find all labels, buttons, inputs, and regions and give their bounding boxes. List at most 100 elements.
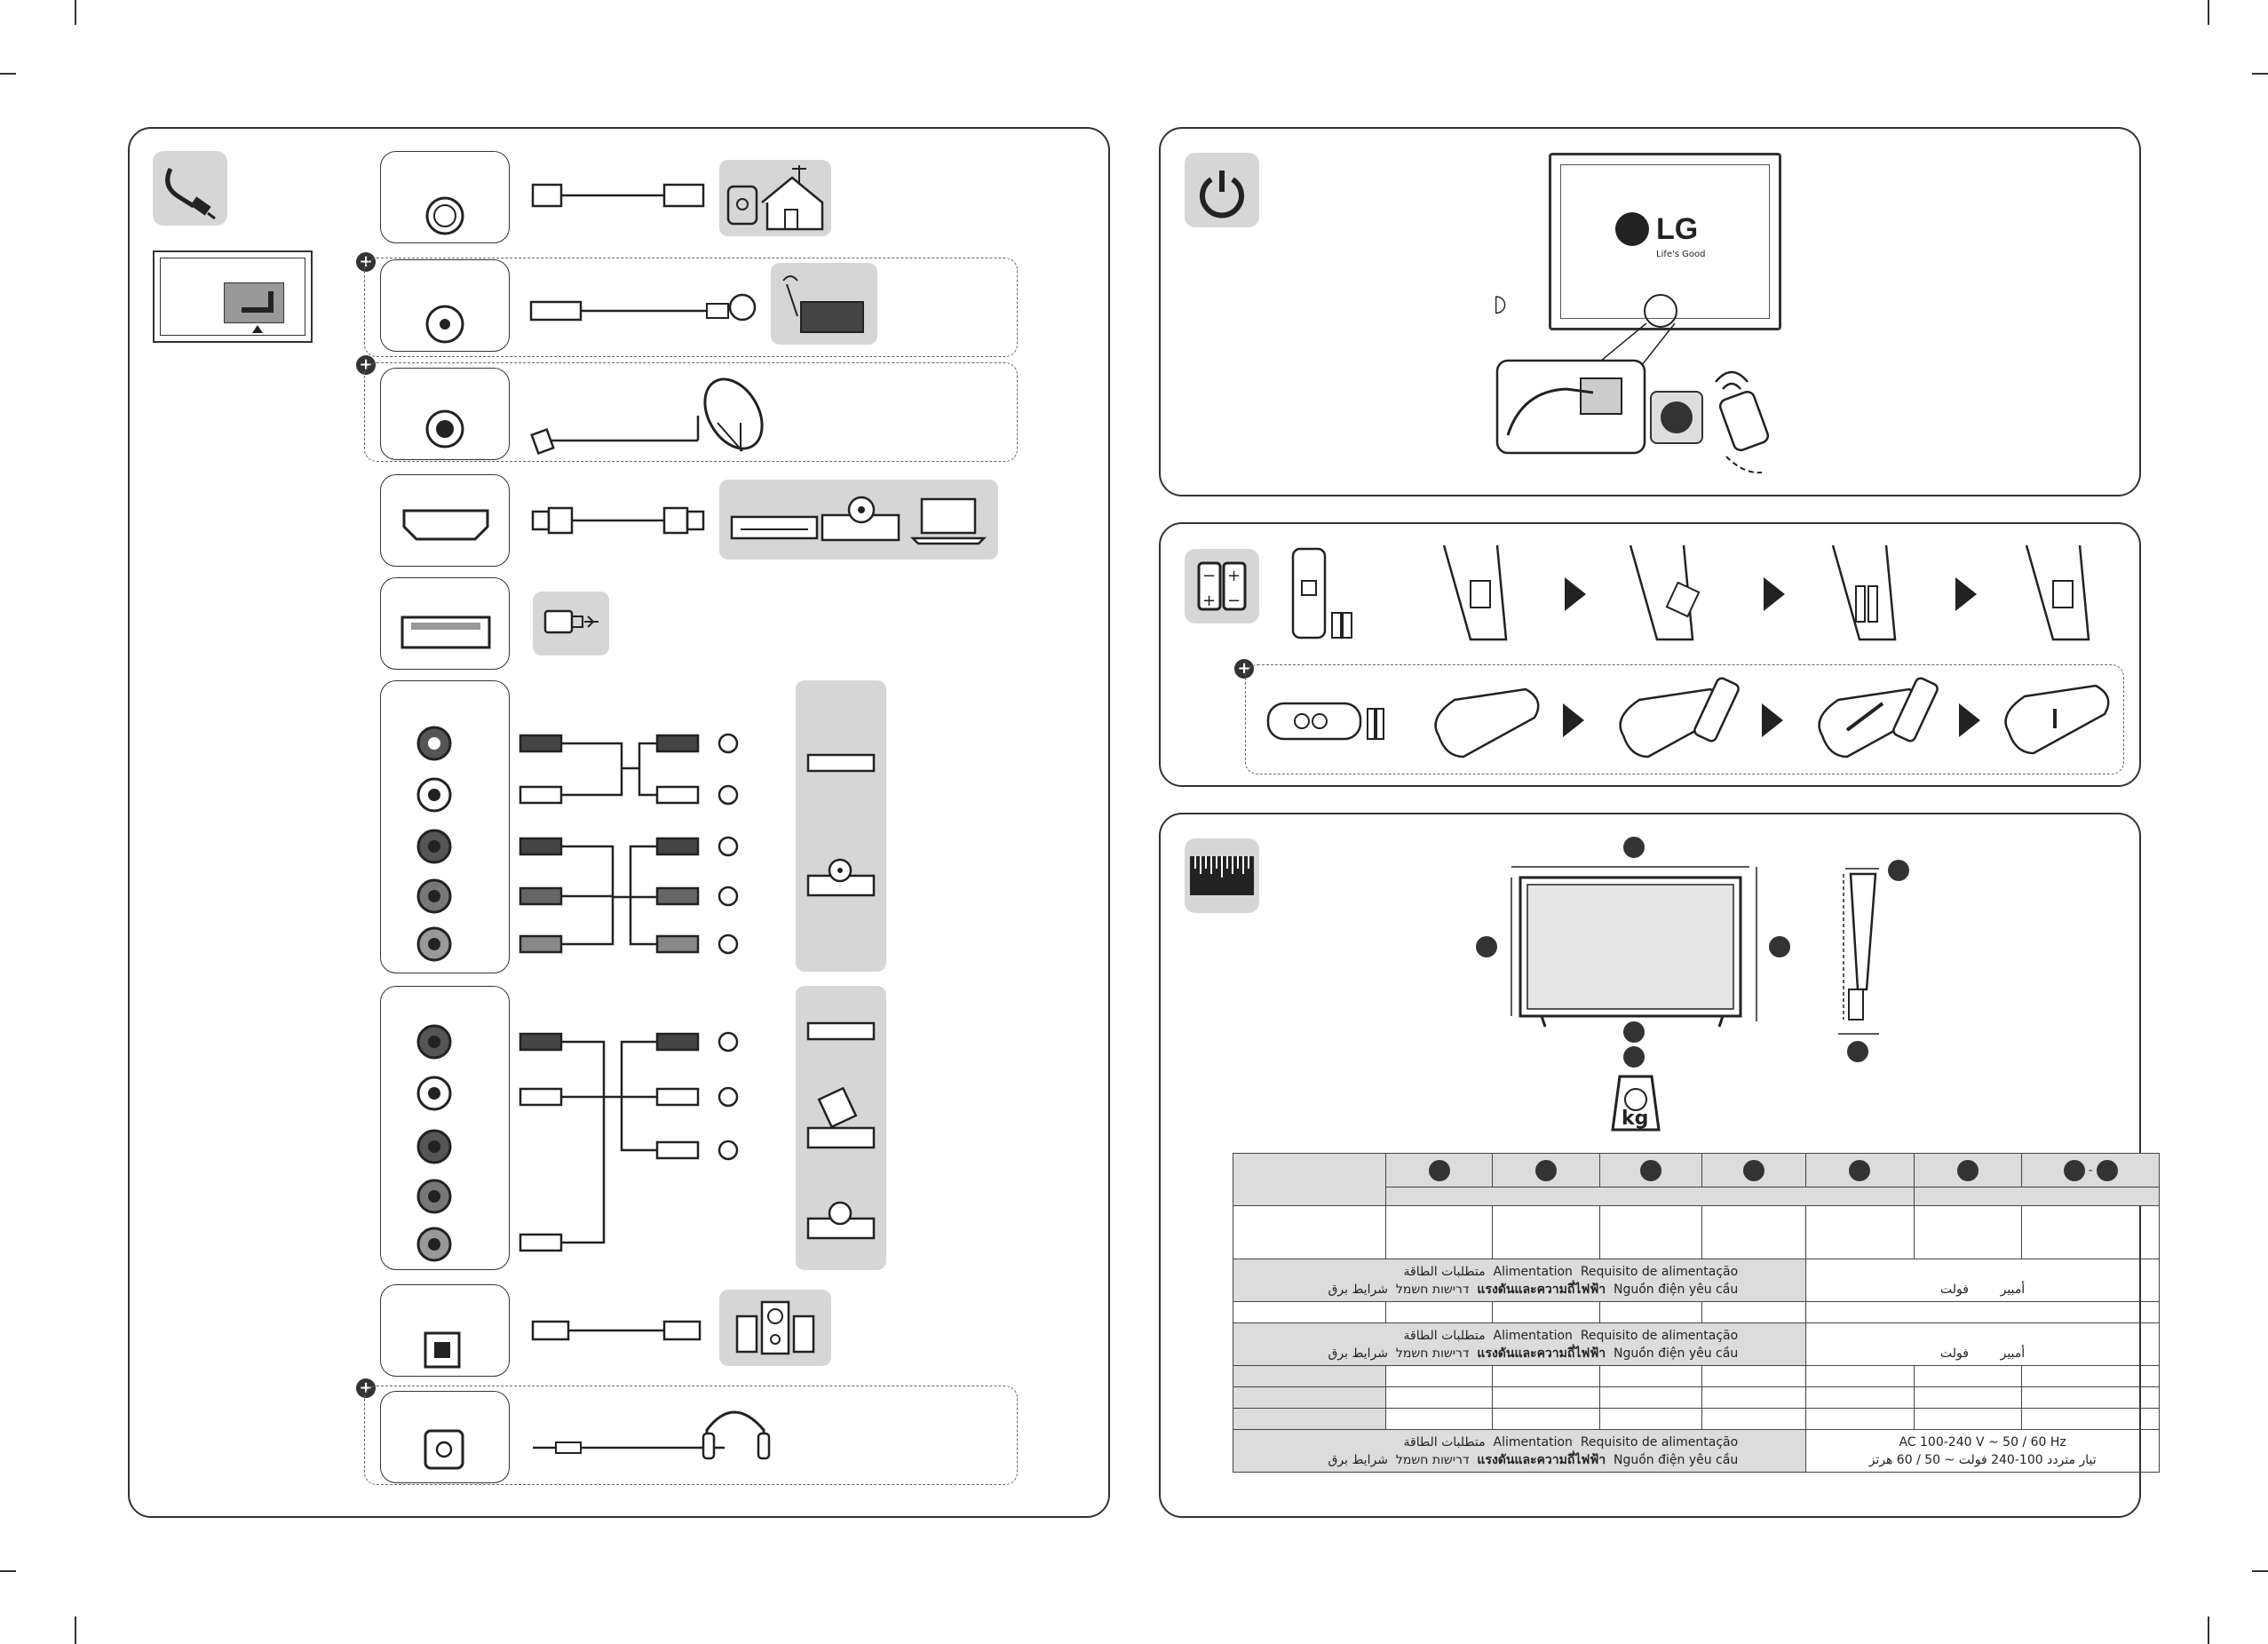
- optical-cable: [531, 1320, 702, 1341]
- weight-scale-icon: kg: [1611, 1046, 1661, 1132]
- av-cables: [519, 1031, 739, 1252]
- optional-section: [364, 258, 1018, 357]
- dimension-marker: [1743, 1159, 1765, 1181]
- crop-mark: [0, 73, 16, 75]
- rf-cable: [529, 293, 757, 322]
- power-button-callout: ◐: [1495, 290, 1677, 455]
- svg-text:◐: ◐: [1495, 290, 1507, 317]
- arrow-icon: [1955, 577, 1977, 611]
- unit-volt: فولت: [1940, 1282, 1969, 1297]
- unit-ampere: أمبير: [2000, 1282, 2026, 1297]
- component-devices-icon: [796, 680, 886, 972]
- house-antenna-icon: [719, 160, 831, 236]
- crop-mark: [2252, 73, 2268, 75]
- tv-back-panel-icon: [153, 250, 313, 343]
- arrow-icon: [1565, 577, 1586, 611]
- battery-step-4: [2025, 544, 2090, 641]
- power-req-portuguese: Requisito de alimentação: [1580, 1328, 1739, 1343]
- power-req-french: Alimentation: [1493, 1434, 1573, 1449]
- svg-text:+: +: [1227, 567, 1241, 585]
- tv-side-dimensions: [1838, 860, 1909, 1062]
- tv-with-antenna-icon: [771, 263, 877, 345]
- av-devices-icon: [796, 986, 886, 1270]
- power-req-hebrew: דרישות חשמל: [1395, 1452, 1470, 1467]
- tv-front-dimensions: [1476, 837, 1790, 1043]
- hdmi-cable: [531, 506, 705, 535]
- magic-battery-step-2: [1619, 677, 1740, 758]
- lg-slogan: Life's Good: [1656, 250, 1706, 259]
- weight-unit-label: kg: [1622, 1108, 1648, 1130]
- battery-icon: − + + −: [1185, 549, 1259, 623]
- optional-section: [1245, 664, 2124, 774]
- crop-mark: [0, 1570, 16, 1572]
- power-req-hebrew: דרישות חשמל: [1395, 1282, 1470, 1297]
- arrow-icon: [1563, 703, 1584, 737]
- power-req-french: Alimentation: [1493, 1264, 1573, 1279]
- power-req-thai: แรงดันและความถี่ไฟฟ้า: [1477, 1452, 1606, 1467]
- power-req-vietnamese: Nguồn điện yêu cầu: [1614, 1346, 1739, 1361]
- optical-port: [380, 1284, 510, 1377]
- ac-spec-arabic: تيار متردد 100-240 فولت ~ 50 / 60 هرتز: [1868, 1452, 2097, 1467]
- cable-plug-icon: [153, 151, 227, 226]
- arrow-icon: [1959, 703, 1980, 737]
- speaker-system-icon: [719, 1290, 831, 1366]
- headphone-cable: [533, 1410, 771, 1460]
- ac-spec-latin: AC 100-240 V ~ 50 / 60 Hz: [1899, 1434, 2066, 1449]
- power-req-vietnamese: Nguồn điện yêu cầu: [1614, 1282, 1739, 1297]
- optional-section: [364, 362, 1018, 462]
- crop-mark: [2208, 1616, 2209, 1644]
- headphone-port: [380, 1391, 510, 1483]
- power-req-arabic: متطلبات الطاقة: [1403, 1328, 1486, 1343]
- crop-mark: [2208, 0, 2209, 25]
- power-req-hebrew: דרישות חשמל: [1395, 1346, 1470, 1361]
- satellite-cable: [530, 377, 764, 456]
- satellite-port: [380, 368, 510, 460]
- hdmi-devices-icon: [719, 480, 998, 560]
- remote-power-button-icon: [1650, 391, 1703, 444]
- power-req-thai: แรงดันและความถี่ไฟฟ้า: [1477, 1346, 1606, 1361]
- connections-panel: [128, 127, 1110, 1518]
- antenna-port: [380, 151, 510, 243]
- hdmi-port: [380, 474, 510, 567]
- dimension-marker: [2063, 1159, 2085, 1181]
- arrow-icon: [1764, 577, 1785, 611]
- unit-ampere: أمبير: [2000, 1346, 2026, 1361]
- power-req-portuguese: Requisito de alimentação: [1580, 1434, 1739, 1449]
- arrow-icon: [1762, 703, 1783, 737]
- crop-mark: [2252, 1570, 2268, 1572]
- unit-volt: فولت: [1940, 1346, 1969, 1361]
- magic-battery-step-4: [2004, 684, 2110, 755]
- power-req-arabic2: شرايط برق: [1328, 1282, 1388, 1297]
- power-req-arabic2: شرايط برق: [1328, 1346, 1388, 1361]
- av-ports: [380, 986, 510, 1270]
- dimension-marker: [1428, 1159, 1450, 1181]
- power-req-french: Alimentation: [1493, 1328, 1573, 1343]
- power-icon: [1185, 153, 1259, 227]
- rf-port: [380, 259, 510, 352]
- power-req-vietnamese: Nguồn điện yêu cầu: [1614, 1452, 1739, 1467]
- magic-battery-step-3: [1818, 677, 1939, 758]
- tv-front: LG Life's Good: [1549, 153, 1781, 330]
- power-req-arabic2: شرايط برق: [1328, 1452, 1388, 1467]
- dimension-marker: [1957, 1159, 1979, 1181]
- usb-stick-icon: [533, 592, 609, 655]
- power-req-arabic: متطلبات الطاقة: [1403, 1264, 1486, 1279]
- svg-text:−: −: [1202, 567, 1216, 585]
- svg-text:+: +: [1202, 592, 1216, 610]
- dimension-marker: [1640, 1159, 1662, 1181]
- dimension-marker: [1849, 1159, 1871, 1181]
- optional-section: [364, 1386, 1018, 1485]
- lg-brand-name: LG: [1656, 212, 1699, 246]
- component-av-ports: [380, 680, 510, 973]
- power-req-arabic: متطلبات الطاقة: [1403, 1434, 1486, 1449]
- magic-battery-step-1: [1434, 687, 1540, 758]
- usb-port: [380, 577, 510, 670]
- power-req-portuguese: Requisito de alimentação: [1580, 1264, 1739, 1279]
- battery-step-3: [1831, 544, 1897, 641]
- component-av-cables: [519, 733, 739, 955]
- remote-with-batteries: [1291, 547, 1352, 639]
- dimension-marker: [1534, 1159, 1557, 1181]
- svg-text:−: −: [1227, 592, 1241, 610]
- crop-mark: [75, 1616, 76, 1644]
- ruler-icon: [1185, 838, 1259, 913]
